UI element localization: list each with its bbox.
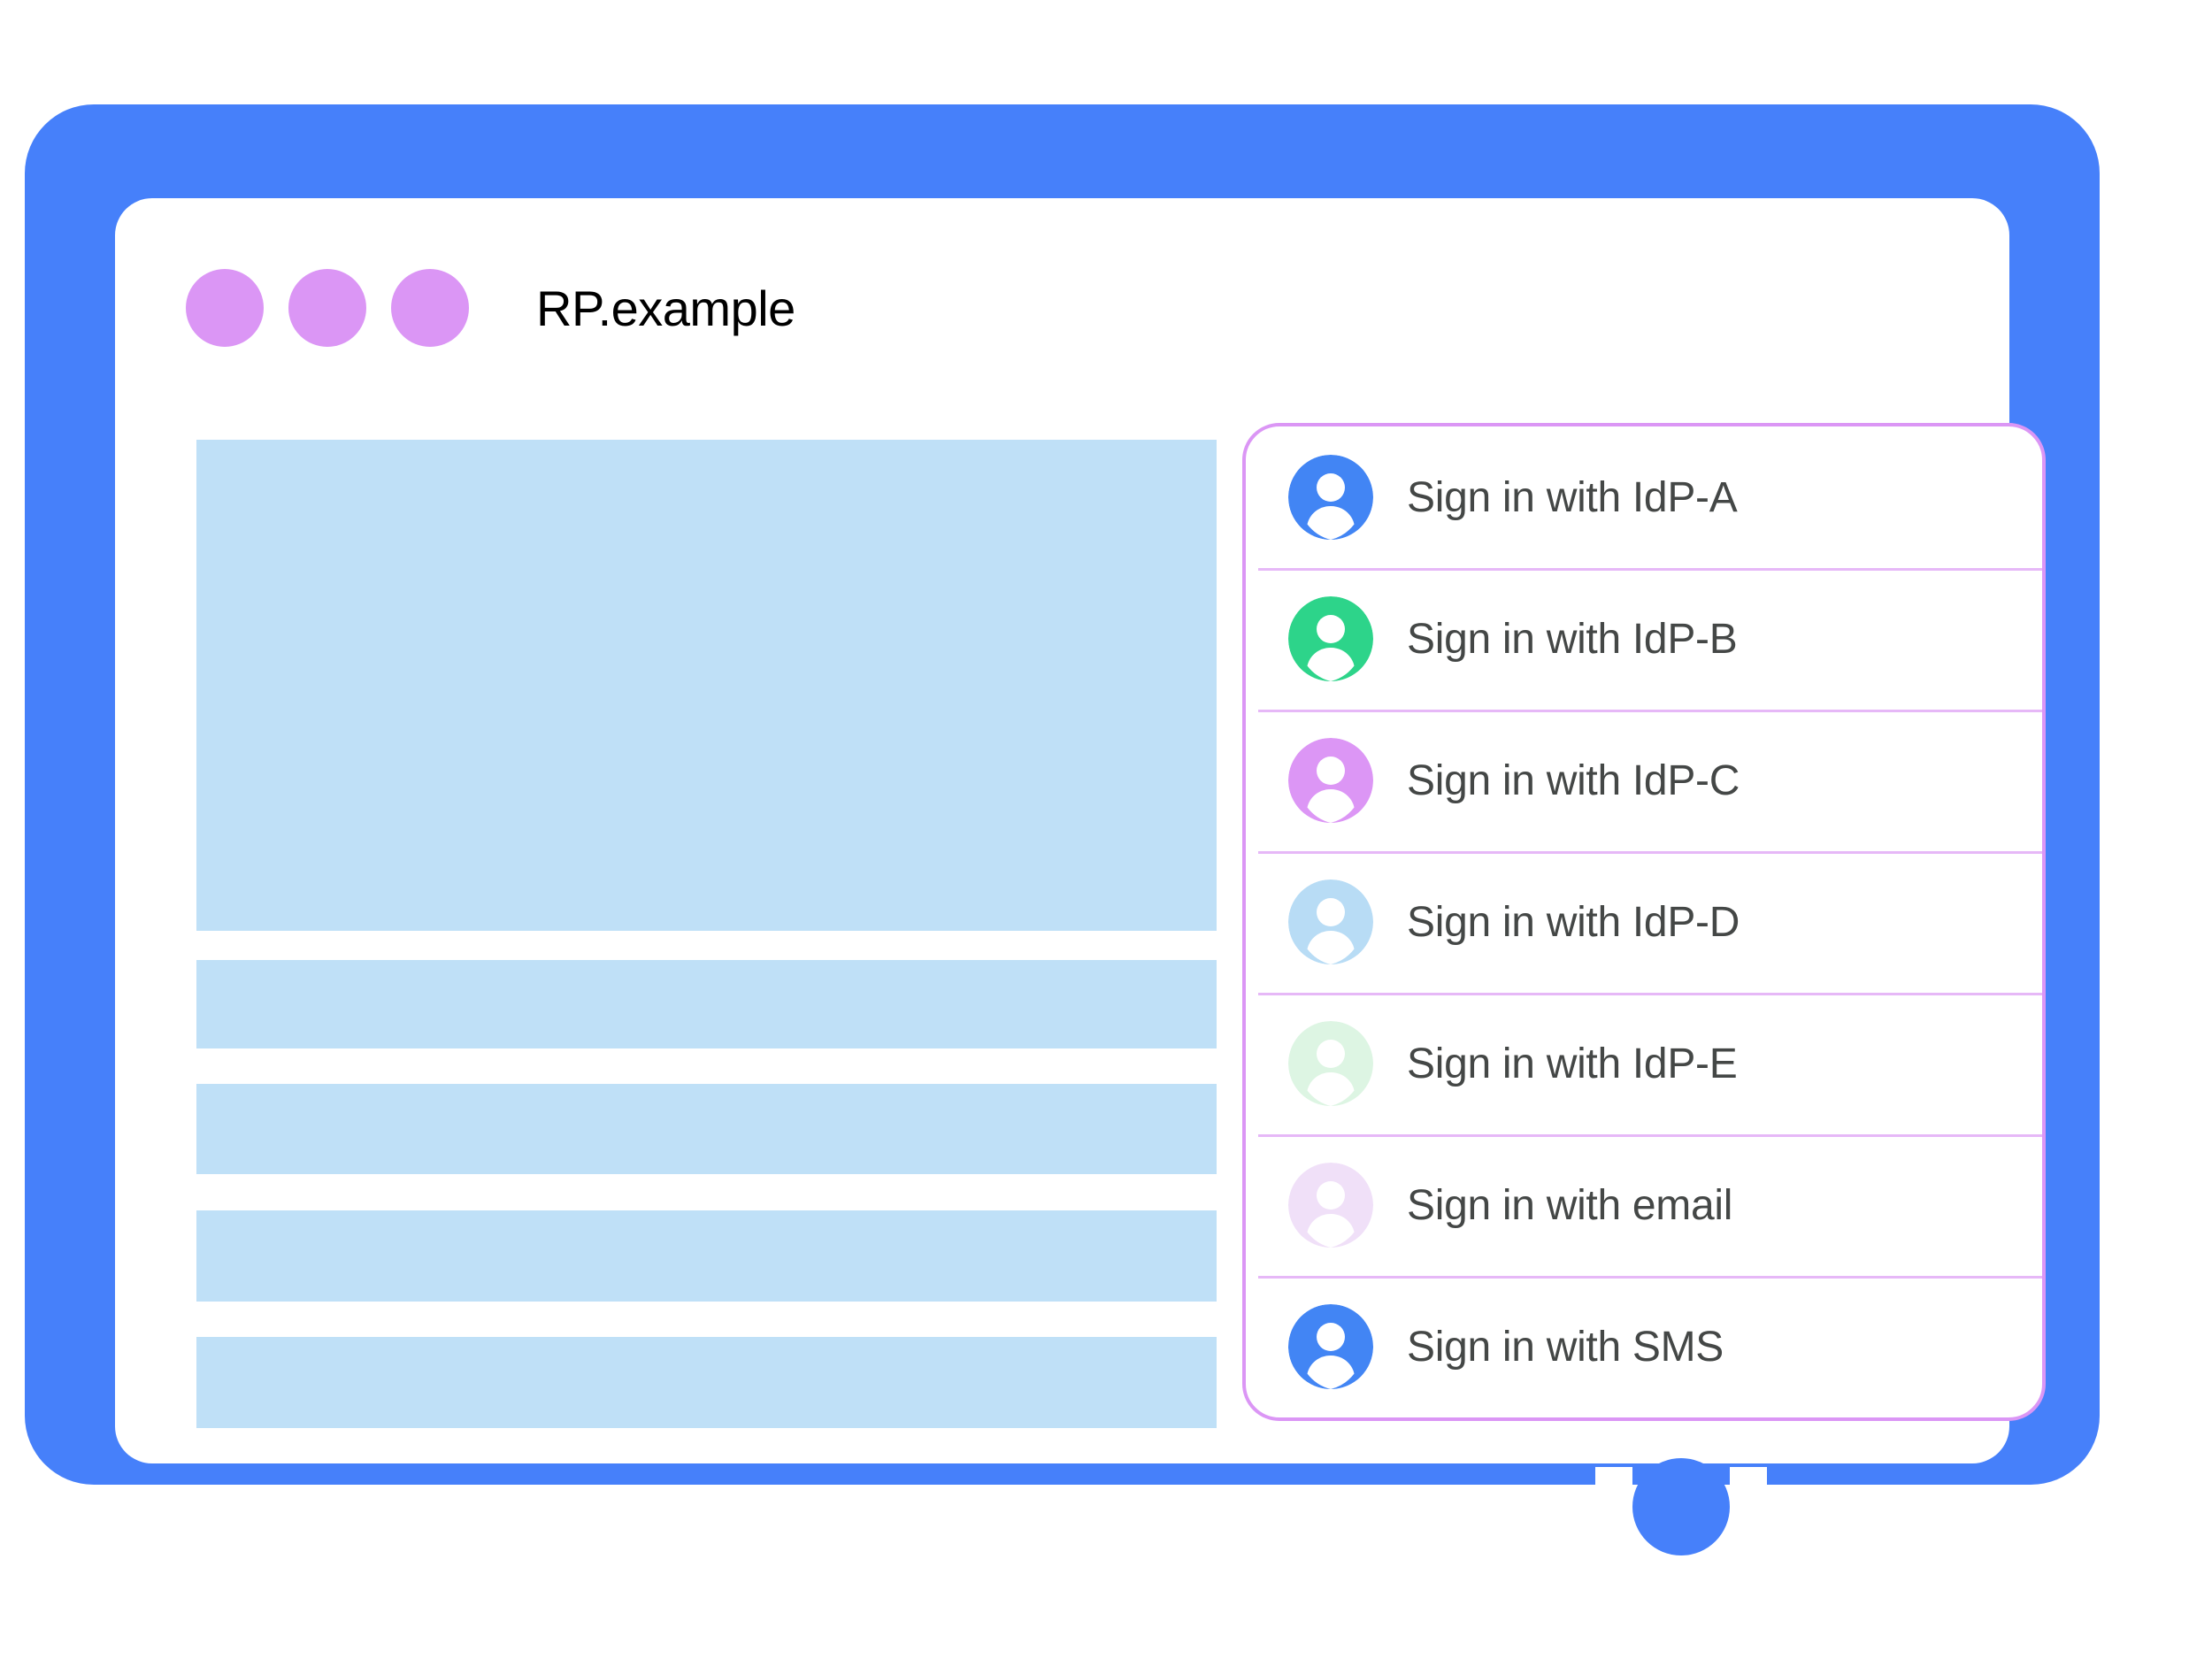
window-dot-2-icon[interactable] (288, 269, 366, 347)
text-line-placeholder-1 (196, 960, 1217, 1048)
signin-row-label: Sign in with IdP-D (1407, 898, 1740, 946)
device-chin-gap-right (1730, 1467, 1767, 1529)
account-avatar-icon (1288, 1163, 1373, 1248)
account-chooser-list: Sign in with IdP-A Sign in with IdP-B Sign… (1246, 426, 2042, 1417)
account-avatar-icon (1288, 738, 1373, 823)
signin-row-label: Sign in with IdP-B (1407, 615, 1738, 663)
account-avatar-icon (1288, 1304, 1373, 1389)
account-chooser-panel: Sign in with IdP-A Sign in with IdP-B Sign… (1242, 423, 2046, 1421)
text-line-placeholder-2 (196, 1084, 1217, 1174)
account-avatar-icon (1288, 455, 1373, 540)
signin-row[interactable]: Sign in with IdP-D (1246, 851, 2042, 993)
signin-row-label: Sign in with IdP-A (1407, 473, 1738, 521)
window-dot-1-icon[interactable] (186, 269, 264, 347)
text-line-placeholder-3 (196, 1210, 1217, 1302)
signin-row-label: Sign in with SMS (1407, 1323, 1724, 1371)
hero-placeholder (196, 440, 1217, 931)
site-title: RP.example (536, 280, 795, 336)
signin-row[interactable]: Sign in with IdP-E (1246, 993, 2042, 1134)
signin-row[interactable]: Sign in with IdP-C (1246, 710, 2042, 851)
signin-row-label: Sign in with email (1407, 1181, 1733, 1229)
browser-header: RP.example (186, 265, 795, 350)
account-avatar-icon (1288, 1021, 1373, 1106)
account-avatar-icon (1288, 879, 1373, 964)
signin-row-label: Sign in with IdP-E (1407, 1040, 1738, 1087)
text-line-placeholder-4 (196, 1337, 1217, 1428)
device-chin-gap-left (1595, 1467, 1632, 1529)
signin-row[interactable]: Sign in with IdP-B (1246, 568, 2042, 710)
home-button[interactable] (1632, 1458, 1730, 1555)
signin-row[interactable]: Sign in with email (1246, 1134, 2042, 1276)
account-avatar-icon (1288, 596, 1373, 681)
signin-row[interactable]: Sign in with IdP-A (1246, 426, 2042, 568)
window-dot-3-icon[interactable] (391, 269, 469, 347)
signin-row[interactable]: Sign in with SMS (1246, 1276, 2042, 1417)
signin-row-label: Sign in with IdP-C (1407, 757, 1740, 804)
